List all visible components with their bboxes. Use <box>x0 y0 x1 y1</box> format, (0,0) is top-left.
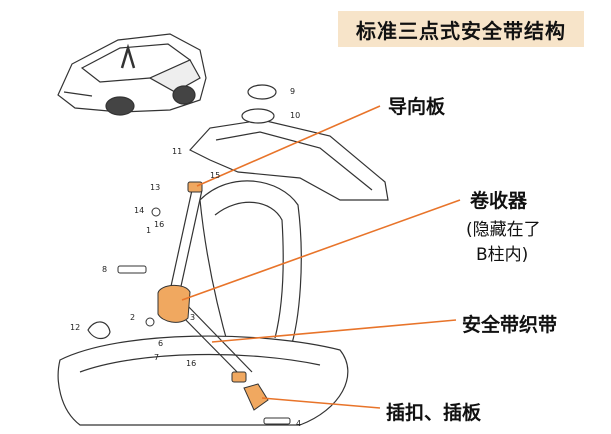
label-retractor-note-2: B柱内) <box>476 245 529 265</box>
part-number-16b: 16 <box>186 359 196 368</box>
part-number-12: 12 <box>70 323 80 332</box>
leader-lines <box>181 105 461 409</box>
part-number-4: 4 <box>296 419 301 428</box>
part-number-3: 3 <box>190 313 195 322</box>
label-buckle: 插扣、插板 <box>386 402 482 424</box>
diagram-title: 标准三点式安全带结构 <box>338 11 584 47</box>
part-numbers: 9 10 11 13 14 15 16 1 2 3 6 7 8 12 16 4 <box>70 87 301 428</box>
part-number-8: 8 <box>102 265 107 274</box>
belt-webbing <box>167 189 253 381</box>
label-guide-plate: 导向板 <box>388 96 446 118</box>
car-thumbnail <box>57 33 207 116</box>
part-number-16: 16 <box>154 220 164 229</box>
part-number-6: 6 <box>158 339 163 348</box>
part-number-15: 15 <box>210 171 220 180</box>
part-number-14: 14 <box>134 206 144 215</box>
part-number-9: 9 <box>290 87 295 96</box>
label-retractor-note-1: (隐藏在了 <box>466 220 541 240</box>
hardware <box>117 207 291 425</box>
highlighted-parts <box>157 181 269 411</box>
part-number-13: 13 <box>150 183 160 192</box>
part-number-10: 10 <box>290 111 300 120</box>
seat <box>57 180 349 426</box>
label-webbing: 安全带织带 <box>462 314 558 336</box>
label-retractor: 卷收器 <box>470 190 528 212</box>
part-number-7: 7 <box>154 353 159 362</box>
part-number-11: 11 <box>172 147 182 156</box>
part-number-1: 1 <box>146 226 151 235</box>
trim-panel <box>189 84 389 201</box>
part-number-2: 2 <box>130 313 135 322</box>
